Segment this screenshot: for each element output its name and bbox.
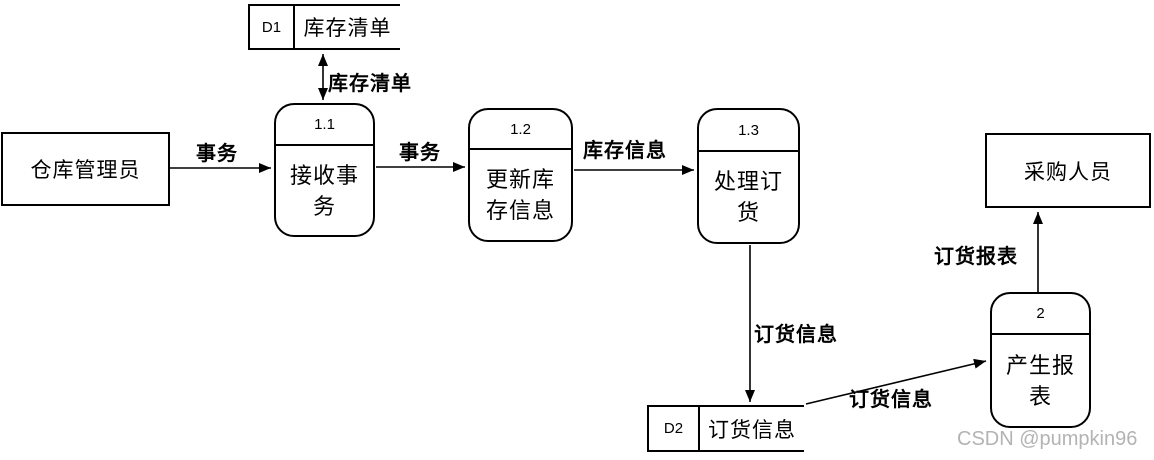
entity-warehouse-manager-label: 仓库管理员 — [30, 159, 141, 182]
watermark: CSDN @pumpkin96 — [957, 428, 1138, 450]
flow-label-order-info-report: 订货信息 — [849, 389, 933, 411]
datastore-d2-id: D2 — [649, 407, 700, 450]
flow-label-inventory-list: 库存清单 — [328, 73, 412, 95]
process-2-label: 产生报 表 — [1005, 352, 1075, 409]
entity-purchaser-label: 采购人员 — [1024, 160, 1112, 184]
process-2-id: 2 — [992, 294, 1089, 335]
entity-warehouse-manager: 仓库管理员 — [1, 132, 170, 206]
flow-label-order-report: 订货报表 — [934, 246, 1018, 268]
datastore-d2-label: 订货信息 — [708, 418, 796, 442]
flow-label-transaction-in: 事务 — [196, 143, 238, 165]
process-1-2-label: 更新库 存信息 — [485, 167, 555, 223]
process-1-3-label: 处理订 货 — [713, 169, 783, 225]
process-1-1-id: 1.1 — [276, 105, 373, 146]
datastore-d1: D1 库存清单 — [248, 4, 400, 50]
process-1-2: 1.2 更新库 存信息 — [468, 108, 573, 242]
process-1-2-id: 1.2 — [470, 110, 571, 150]
entity-purchaser: 采购人员 — [985, 133, 1151, 208]
process-1-3-id: 1.3 — [699, 110, 798, 152]
flow-label-order-info-store: 订货信息 — [754, 324, 838, 346]
flow-label-inventory-info: 库存信息 — [583, 140, 667, 162]
process-2: 2 产生报 表 — [990, 292, 1091, 428]
datastore-d2: D2 订货信息 — [647, 405, 804, 452]
datastore-d1-id: D1 — [250, 6, 295, 48]
process-1-1-label: 接收事 务 — [289, 162, 359, 219]
process-1-3: 1.3 处理订 货 — [697, 108, 800, 244]
process-1-1: 1.1 接收事 务 — [274, 103, 375, 237]
flow-label-transaction-mid: 事务 — [399, 142, 441, 164]
datastore-d1-label: 库存清单 — [303, 17, 392, 40]
